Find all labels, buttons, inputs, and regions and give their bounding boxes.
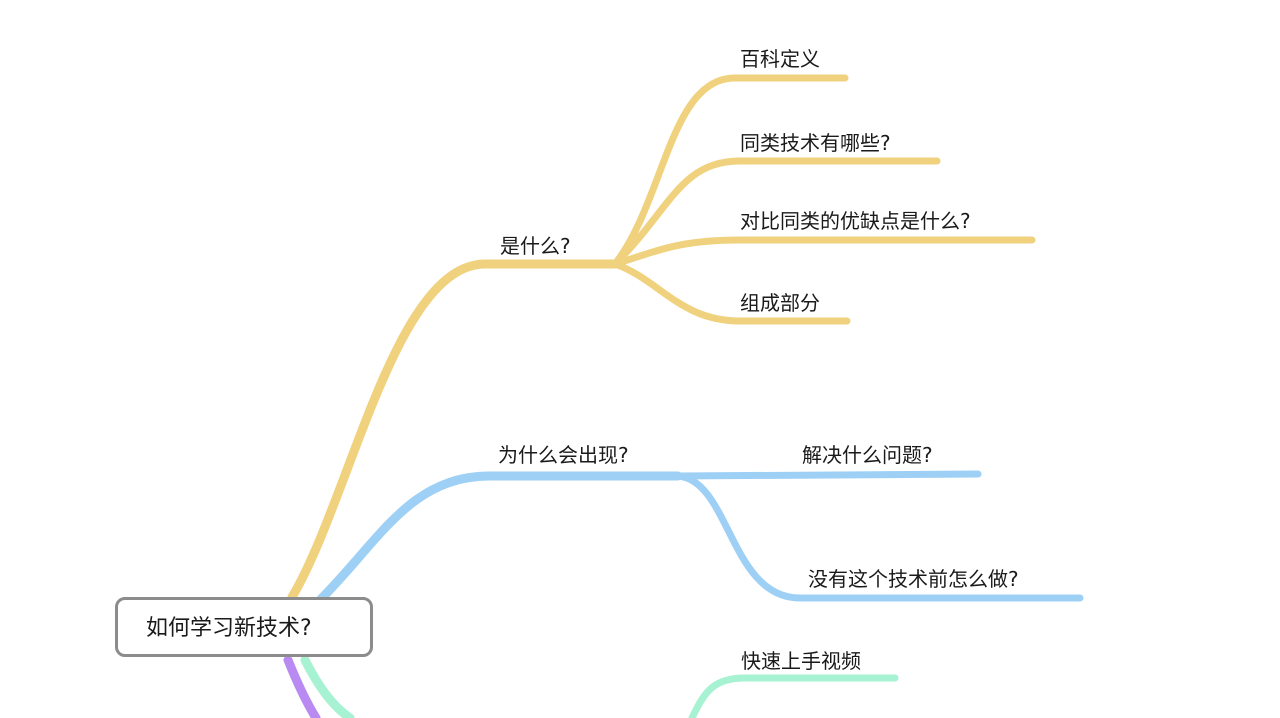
connector-why-child-0 [674, 470, 982, 480]
connector-why-branch [315, 471, 683, 605]
node-compare-pros-cons[interactable]: 对比同类的优缺点是什么? [740, 209, 971, 233]
connector-what-child-1 [611, 157, 941, 268]
connector-what-child-3 [611, 260, 851, 325]
node-before-this-technology[interactable]: 没有这个技术前怎么做? [808, 567, 1019, 591]
node-encyclopedia-definition[interactable]: 百科定义 [740, 47, 820, 71]
connector-what-child-0 [611, 74, 849, 268]
connector-how-branch [300, 655, 355, 718]
branch-label-what[interactable]: 是什么? [500, 234, 571, 258]
node-components[interactable]: 组成部分 [740, 291, 820, 315]
node-what-problem-solved[interactable]: 解决什么问题? [802, 443, 933, 467]
node-quick-start-video[interactable]: 快速上手视频 [741, 649, 861, 673]
connector-what-child-2 [611, 236, 1036, 268]
branch-label-why[interactable]: 为什么会出现? [498, 443, 629, 467]
connector-why-child-1 [674, 472, 1084, 602]
connector-what-branch [287, 259, 620, 602]
node-similar-technologies[interactable]: 同类技术有哪些? [740, 131, 891, 155]
root-node[interactable] [115, 597, 373, 657]
root-node-label: 如何学习新技术? [146, 616, 312, 641]
connector-how-child-0 [688, 674, 899, 718]
connector-other-branch [283, 655, 321, 718]
